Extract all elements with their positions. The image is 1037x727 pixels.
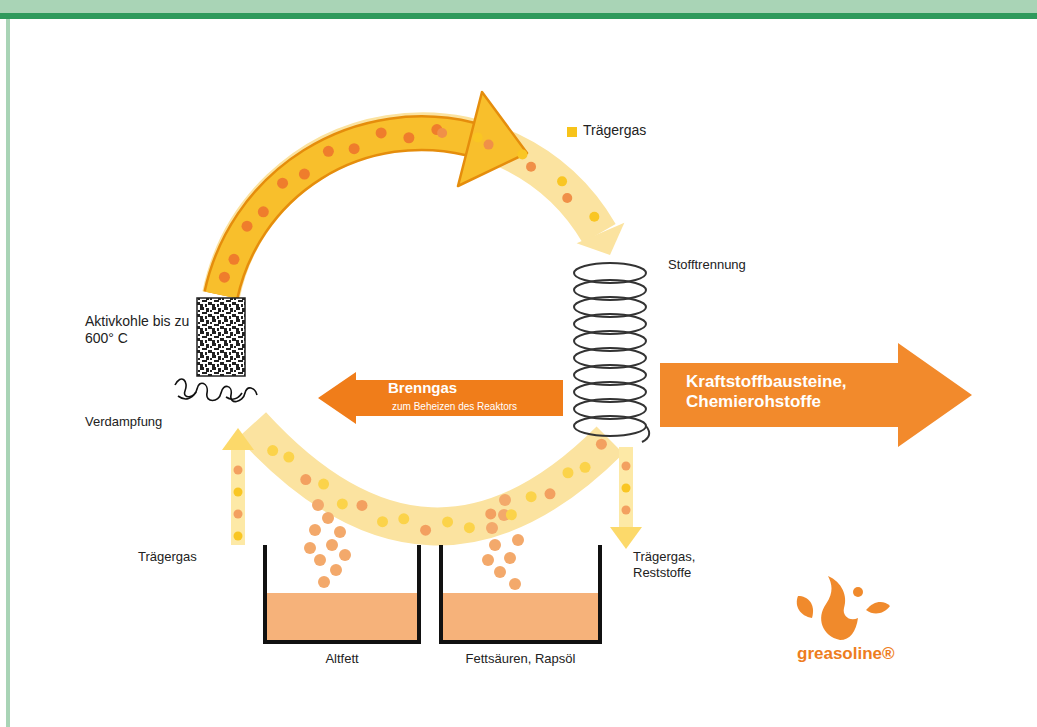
coil-tail — [642, 426, 649, 442]
flow-dot — [300, 474, 311, 485]
rising-bubbles — [304, 494, 524, 590]
flow-dot — [596, 439, 607, 450]
header-bar — [0, 0, 1037, 13]
brand-logo-text: greasoline® — [797, 644, 937, 664]
bold-arrow-head — [458, 92, 527, 186]
carrier-gas-band — [221, 131, 599, 295]
carrier-gas-up-arrow — [222, 428, 254, 545]
flow-dot — [622, 484, 631, 493]
flow-dot — [398, 513, 409, 524]
tank-contents — [265, 593, 419, 641]
flow-dot — [258, 206, 269, 217]
legend-swatch — [567, 127, 577, 137]
tank-wall — [441, 545, 600, 642]
flow-dots — [219, 124, 631, 540]
connector — [221, 131, 624, 295]
flow-dot — [622, 506, 631, 515]
flow-dot — [622, 462, 631, 471]
flow-dot — [299, 169, 310, 180]
coil-winding — [574, 416, 646, 436]
flow-dot — [377, 516, 388, 527]
flow-dot — [234, 488, 243, 497]
header-rule — [0, 13, 1037, 19]
carrier-gas-down-arrow — [610, 447, 642, 549]
flow-dot — [356, 500, 367, 511]
process-label: Verdampfung — [85, 414, 195, 430]
input-label: Trägergas — [138, 549, 228, 565]
bold-arrow-outline — [221, 133, 470, 295]
arrow-body — [318, 372, 563, 424]
flow-dot — [562, 467, 573, 478]
flow-dot — [544, 488, 555, 499]
flow-dot — [464, 522, 475, 533]
flow-dot — [318, 479, 329, 490]
flow-dot — [580, 462, 591, 473]
flow-dot — [219, 272, 230, 283]
flow-dot — [484, 140, 494, 150]
node-text: Aktivkohle bis zu 600° C — [85, 313, 197, 347]
flow-dot — [234, 532, 243, 541]
flow-dot — [562, 193, 572, 203]
flow-dot — [485, 508, 496, 519]
flow-dot — [473, 132, 483, 142]
node-text: Stofftrennung — [668, 257, 764, 273]
flow-dot — [403, 132, 414, 143]
flow-dot — [442, 516, 453, 527]
tank-wall — [265, 545, 419, 642]
flow-dot — [589, 212, 599, 222]
flow-dot — [517, 149, 527, 159]
arrow-body — [660, 343, 972, 447]
node-text: Brenngas — [388, 379, 558, 397]
flow-dot — [526, 491, 537, 502]
greasoline-logo-drops — [797, 576, 890, 640]
bold-arrow-shaft — [221, 133, 470, 295]
evaporation-squiggle — [175, 379, 257, 402]
flow-dot — [267, 445, 278, 456]
flow-dot — [420, 525, 431, 536]
flow-dot — [283, 452, 294, 463]
fuel-gas-arrow: Brenngas zum Beheizen des Reaktors — [318, 372, 563, 424]
flow-dot — [242, 221, 253, 232]
node-text: zum Beheizen des Reaktors — [392, 401, 560, 413]
node-text: Altfett — [262, 651, 422, 667]
flow-dot — [557, 176, 567, 186]
carrier-gas-band — [252, 425, 610, 526]
carbon-block — [197, 298, 245, 376]
flow-dot — [337, 498, 348, 509]
arrow-head — [577, 223, 625, 255]
node-text: Kraftstoffbausteine, Chemierohstoffe — [686, 372, 898, 413]
flow-dot — [228, 254, 239, 265]
flow-dot — [277, 178, 288, 189]
side-rule — [6, 19, 10, 727]
fatty-acid-tank: Fettsäuren, Rapsöl — [438, 545, 603, 675]
activated-carbon-box: Aktivkohle bis zu 600° C — [80, 295, 250, 377]
flow-dot — [349, 143, 360, 154]
node-text: Fettsäuren, Rapsöl — [438, 651, 603, 667]
legend-text: Trägergas — [583, 122, 646, 139]
flow-dot — [437, 128, 447, 138]
product-arrow: Kraftstoffbausteine, Chemierohstoffe — [660, 343, 972, 447]
flow-dot — [526, 162, 536, 172]
flow-dot — [234, 466, 243, 475]
flow-dot — [376, 127, 387, 138]
flow-dot — [323, 146, 334, 157]
waste-fat-tank: Altfett — [262, 545, 422, 675]
flow-dot — [234, 510, 243, 519]
tank-contents — [441, 593, 600, 641]
flow-dot — [506, 509, 517, 520]
output-label: Trägergas, Reststoffe — [633, 549, 753, 580]
